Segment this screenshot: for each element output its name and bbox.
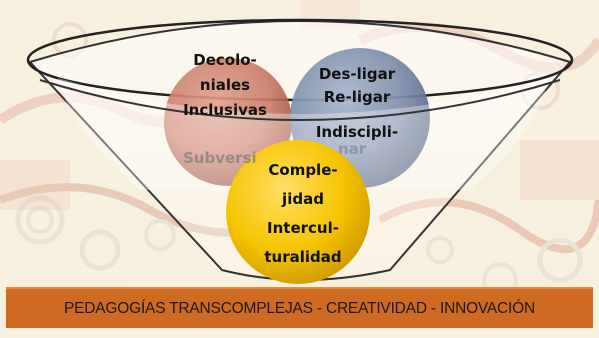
bottom-banner: PEDAGOGÍAS TRANSCOMPLEJAS - CREATIVIDAD … (6, 287, 593, 328)
funnel-front-overlay (58, 78, 548, 190)
desligar-partial-line: nar (338, 140, 367, 158)
circle-complejidad (226, 140, 370, 284)
funnel-inner-line (39, 79, 561, 121)
decoloniales-partial-line: Subversi (183, 149, 257, 167)
banner-text: PEDAGOGÍAS TRANSCOMPLEJAS - CREATIVIDAD … (63, 299, 536, 317)
